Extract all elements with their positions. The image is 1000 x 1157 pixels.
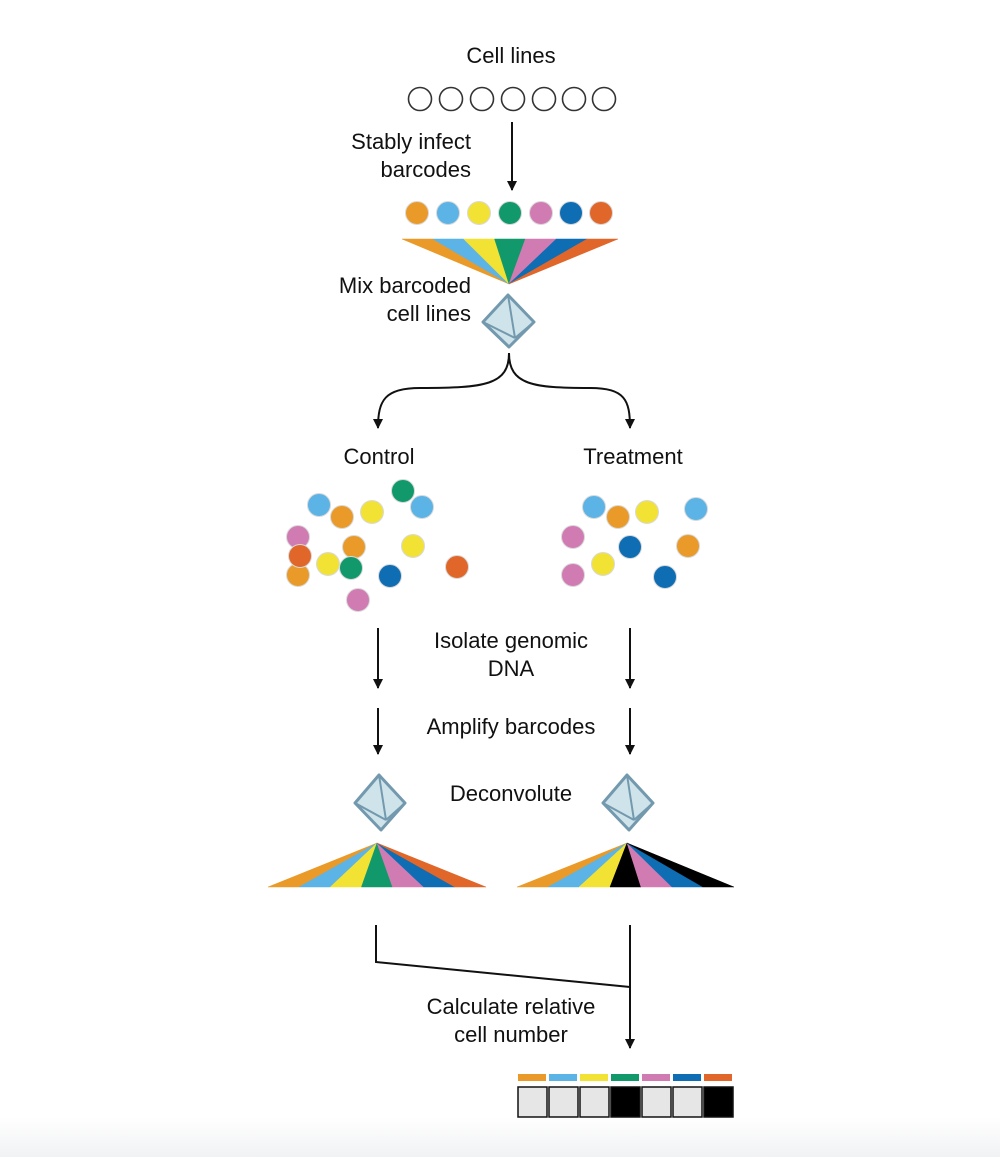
cell-line-circle	[531, 86, 557, 112]
result-box	[641, 1086, 672, 1118]
treatment-cell	[561, 525, 585, 549]
control-cell	[342, 535, 366, 559]
treatment-cell	[676, 534, 700, 558]
barcoded-cell-circle	[436, 201, 460, 225]
control-cell	[401, 534, 425, 558]
prism-icon	[481, 293, 536, 349]
split-arrow-left	[373, 352, 510, 429]
spectrum-wedge	[626, 842, 735, 888]
result-box	[548, 1086, 579, 1118]
depleted-result-box	[703, 1086, 734, 1118]
cell-line-circle	[407, 86, 433, 112]
strip-segment	[518, 1074, 546, 1081]
result-box	[579, 1086, 610, 1118]
split-arrow-right	[508, 352, 635, 429]
control-cell	[360, 500, 384, 524]
control-cell	[391, 479, 415, 503]
cell-line-circle	[561, 86, 587, 112]
cell-line-circle	[500, 86, 526, 112]
barcoded-cell-circles	[405, 201, 613, 225]
treatment-cell-population	[561, 495, 708, 589]
barcoded-cell-circle	[498, 201, 522, 225]
prism-icon	[353, 773, 407, 832]
treatment-cell	[561, 563, 585, 587]
prism-icon	[601, 773, 655, 832]
cell-line-circles	[407, 86, 617, 112]
control-cell	[346, 588, 370, 612]
control-cell	[445, 555, 469, 579]
depleted-result-box	[610, 1086, 641, 1118]
control-cell	[316, 552, 340, 576]
treatment-cell	[591, 552, 615, 576]
deconvolute-label: Deconvolute	[449, 781, 573, 806]
barcoded-cell-circle	[589, 201, 613, 225]
barcoded-cell-circle	[559, 201, 583, 225]
stably-infect-label-line1: Stably infect	[351, 129, 471, 154]
treatment-barcode-spectrum	[516, 842, 735, 888]
relative-cell-number-boxes	[517, 1086, 734, 1118]
strip-segment	[549, 1074, 577, 1081]
control-cell	[307, 493, 331, 517]
isolate-label-line1: Isolate genomic	[433, 628, 589, 653]
treatment-cell	[606, 505, 630, 529]
spectrum-wedge	[376, 842, 487, 888]
control-label: Control	[343, 444, 415, 469]
strip-segment	[704, 1074, 732, 1081]
mix-label-line2: cell lines	[386, 301, 471, 326]
comparison-connector	[375, 925, 631, 988]
treatment-cell	[684, 497, 708, 521]
cell-line-circle	[591, 86, 617, 112]
barcoded-cell-circle	[405, 201, 429, 225]
cell-lines-label: Cell lines	[466, 43, 556, 68]
cell-line-circle	[438, 86, 464, 112]
stably-infect-label-line2: barcodes	[380, 157, 471, 182]
strip-segment	[673, 1074, 701, 1081]
result-box	[517, 1086, 548, 1118]
barcode-color-strip	[518, 1074, 732, 1081]
control-cell	[339, 556, 363, 580]
spectrum-wedge	[508, 238, 619, 285]
treatment-cell	[618, 535, 642, 559]
result-box	[672, 1086, 703, 1118]
mix-label-line1: Mix barcoded	[338, 273, 471, 298]
control-cell	[330, 505, 354, 529]
barcoded-cell-circle	[467, 201, 491, 225]
control-cell	[378, 564, 402, 588]
treatment-cell	[582, 495, 606, 519]
control-cell	[288, 544, 312, 568]
treatment-label: Treatment	[583, 444, 683, 469]
strip-segment	[642, 1074, 670, 1081]
strip-segment	[611, 1074, 639, 1081]
control-barcode-spectrum	[267, 842, 487, 888]
calculate-label-line2: cell number	[454, 1022, 568, 1047]
calculate-label-line1: Calculate relative	[426, 994, 596, 1019]
control-cell	[410, 495, 434, 519]
treatment-cell	[653, 565, 677, 589]
control-cell-population	[286, 479, 469, 612]
amplify-label: Amplify barcodes	[426, 714, 596, 739]
barcoded-cell-circle	[529, 201, 553, 225]
isolate-label-line2: DNA	[487, 656, 535, 681]
strip-segment	[580, 1074, 608, 1081]
treatment-cell	[635, 500, 659, 524]
barcode-spectrum-fan	[401, 238, 619, 285]
cell-line-circle	[469, 86, 495, 112]
bottom-fade	[0, 1117, 1000, 1157]
